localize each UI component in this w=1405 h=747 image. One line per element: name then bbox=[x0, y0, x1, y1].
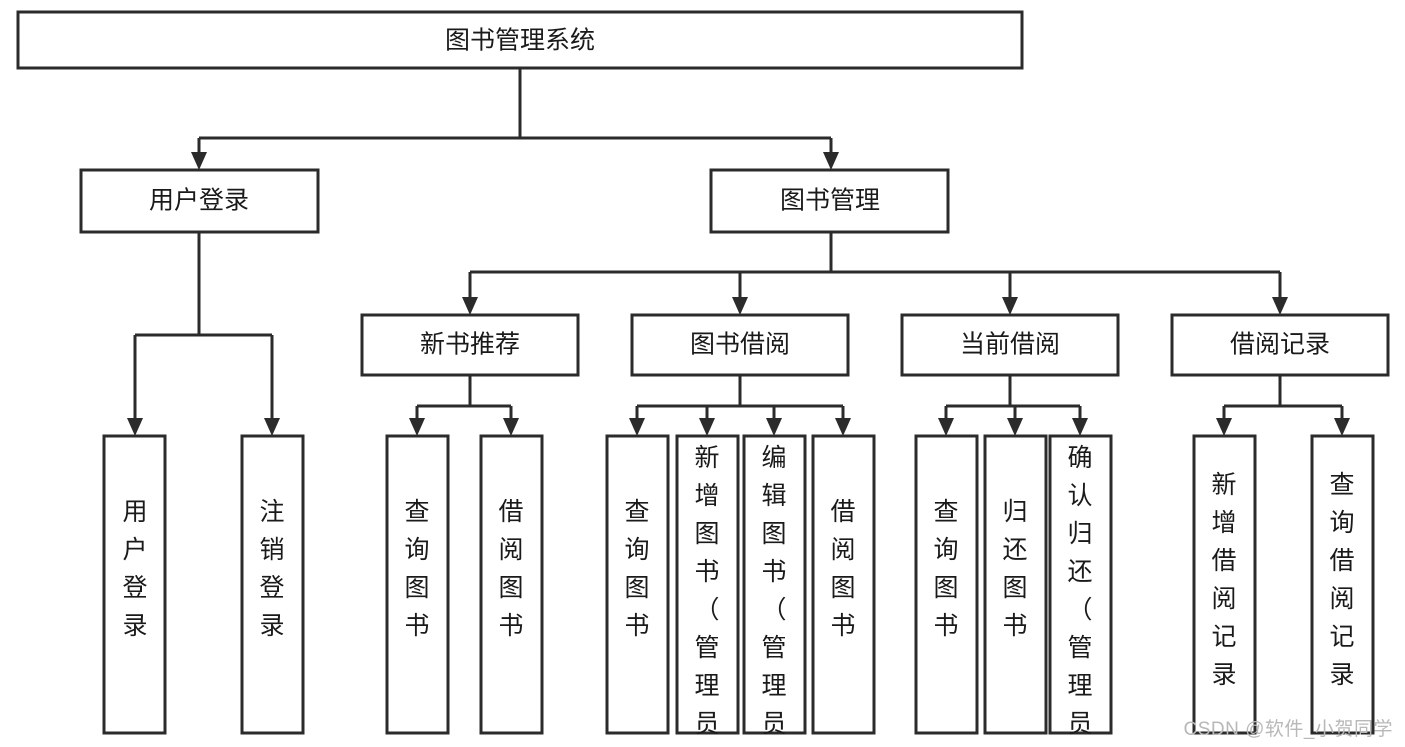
node-user-login-label: 用户登录 bbox=[149, 187, 249, 215]
node-book-borrow-label: 图书借阅 bbox=[690, 331, 790, 359]
node-user-login-box[interactable] bbox=[79, 168, 320, 234]
leaf-node-borrow-book-nb[interactable]: 借阅图书 bbox=[479, 434, 544, 735]
arrow-to-new-book-rec bbox=[462, 297, 478, 315]
leaf-node-return-book[interactable]: 归还图书 bbox=[983, 434, 1048, 735]
node-borrow-record-box[interactable] bbox=[1170, 313, 1390, 377]
node-borrow-record-label: 借阅记录 bbox=[1230, 331, 1330, 359]
leaf-node-query-book-cb[interactable]: 查询图书 bbox=[914, 434, 979, 735]
leaf-node-borrow-book-bb[interactable]: 借阅图书 bbox=[811, 434, 876, 735]
node-current-borrow[interactable]: 当前借阅 bbox=[900, 313, 1120, 377]
leaf-node-confirm-return-admin[interactable]: 确认归还（管理员） bbox=[1048, 434, 1113, 747]
node-new-book-rec-label: 新书推荐 bbox=[420, 331, 520, 359]
node-borrow-record[interactable]: 借阅记录 bbox=[1170, 313, 1390, 377]
leaf-node-borrow-book-nb-box[interactable] bbox=[479, 434, 544, 735]
leaf-node-edit-book-admin[interactable]: 编辑图书（管理员） bbox=[742, 434, 807, 747]
arrow-nb-leaf-1 bbox=[409, 418, 425, 436]
node-new-book-rec-box[interactable] bbox=[360, 313, 580, 377]
leaf-node-query-book-nb-box[interactable] bbox=[385, 434, 450, 735]
leaf-node-logout[interactable]: 注销登录 bbox=[240, 434, 305, 735]
leaf-node-borrow-book-nb-label: 借阅图书 bbox=[498, 498, 523, 640]
arrow-to-book-borrow bbox=[732, 297, 748, 315]
leaf-node-borrow-book-bb-box[interactable] bbox=[811, 434, 876, 735]
arrow-bb-leaf-3 bbox=[766, 418, 782, 436]
arrow-br-leaf-2 bbox=[1334, 418, 1350, 436]
leaf-node-query-book-cb-box[interactable] bbox=[914, 434, 979, 735]
node-root[interactable]: 图书管理系统 bbox=[16, 10, 1024, 70]
arrow-to-user-login bbox=[191, 152, 207, 170]
leaf-node-user-login-box[interactable] bbox=[102, 434, 167, 735]
leaf-node-user-login-label: 用户登录 bbox=[122, 498, 147, 640]
node-user-login[interactable]: 用户登录 bbox=[79, 168, 320, 234]
node-book-borrow-box[interactable] bbox=[630, 313, 850, 377]
arrow-cb-leaf-3 bbox=[1072, 418, 1088, 436]
node-root-box[interactable] bbox=[16, 10, 1024, 70]
leaf-node-add-borrow-record-label: 新增借阅记录 bbox=[1211, 471, 1236, 689]
arrow-cb-leaf-2 bbox=[1007, 418, 1023, 436]
arrow-to-current-borrow bbox=[1002, 297, 1018, 315]
node-book-manage[interactable]: 图书管理 bbox=[709, 168, 950, 234]
leaf-layer: 用户登录 注销登录 查询图书 借阅图书 查询图书 新增图书（管理员） bbox=[102, 434, 1375, 747]
node-layer: 图书管理系统 用户登录 图书管理 新书推荐 图书借阅 当前借阅 借阅记录 bbox=[16, 10, 1390, 747]
leaf-node-logout-box[interactable] bbox=[240, 434, 305, 735]
leaf-node-query-borrow-record-box[interactable] bbox=[1310, 434, 1375, 735]
node-current-borrow-label: 当前借阅 bbox=[960, 331, 1060, 359]
arrow-to-leaf-user-login bbox=[127, 418, 143, 436]
leaf-node-add-borrow-record[interactable]: 新增借阅记录 bbox=[1192, 434, 1257, 735]
leaf-node-return-book-label: 归还图书 bbox=[1002, 498, 1027, 640]
node-root-label: 图书管理系统 bbox=[445, 27, 595, 55]
arrow-nb-leaf-2 bbox=[503, 418, 519, 436]
node-current-borrow-box[interactable] bbox=[900, 313, 1120, 377]
arrow-bb-leaf-2 bbox=[699, 418, 715, 436]
leaf-node-borrow-book-bb-label: 借阅图书 bbox=[830, 498, 855, 640]
leaf-node-add-book-admin-box[interactable] bbox=[675, 434, 740, 735]
leaf-node-logout-label: 注销登录 bbox=[259, 498, 284, 640]
leaf-node-query-borrow-record-label: 查询借阅记录 bbox=[1329, 471, 1354, 689]
leaf-node-query-book-bb[interactable]: 查询图书 bbox=[605, 434, 670, 735]
leaf-node-query-book-cb-label: 查询图书 bbox=[933, 498, 958, 640]
leaf-node-edit-book-admin-box[interactable] bbox=[742, 434, 807, 735]
node-book-manage-box[interactable] bbox=[709, 168, 950, 234]
leaf-node-add-borrow-record-box[interactable] bbox=[1192, 434, 1257, 735]
arrow-bb-leaf-4 bbox=[835, 418, 851, 436]
arrow-cb-leaf-1 bbox=[938, 418, 954, 436]
edge-layer bbox=[127, 68, 1350, 436]
arrow-bb-leaf-1 bbox=[629, 418, 645, 436]
arrow-to-leaf-logout bbox=[264, 418, 280, 436]
leaf-node-query-book-nb-label: 查询图书 bbox=[404, 498, 429, 640]
leaf-node-edit-book-admin-label: 编辑图书（管理员） bbox=[761, 444, 786, 747]
node-book-borrow[interactable]: 图书借阅 bbox=[630, 313, 850, 377]
leaf-node-add-book-admin[interactable]: 新增图书（管理员） bbox=[675, 434, 740, 747]
arrow-to-borrow-record bbox=[1272, 297, 1288, 315]
leaf-node-return-book-box[interactable] bbox=[983, 434, 1048, 735]
arrow-to-book-manage bbox=[823, 152, 839, 170]
arrow-br-leaf-1 bbox=[1216, 418, 1232, 436]
leaf-node-confirm-return-admin-label: 确认归还（管理员） bbox=[1067, 444, 1092, 747]
leaf-node-add-book-admin-label: 新增图书（管理员） bbox=[694, 444, 719, 747]
leaf-node-user-login[interactable]: 用户登录 bbox=[102, 434, 167, 735]
leaf-node-query-borrow-record[interactable]: 查询借阅记录 bbox=[1310, 434, 1375, 735]
leaf-node-query-book-bb-box[interactable] bbox=[605, 434, 670, 735]
node-new-book-rec[interactable]: 新书推荐 bbox=[360, 313, 580, 377]
node-book-manage-label: 图书管理 bbox=[780, 187, 880, 215]
leaf-node-query-book-nb[interactable]: 查询图书 bbox=[385, 434, 450, 735]
leaf-node-confirm-return-admin-box[interactable] bbox=[1048, 434, 1113, 735]
leaf-node-query-book-bb-label: 查询图书 bbox=[624, 498, 649, 640]
